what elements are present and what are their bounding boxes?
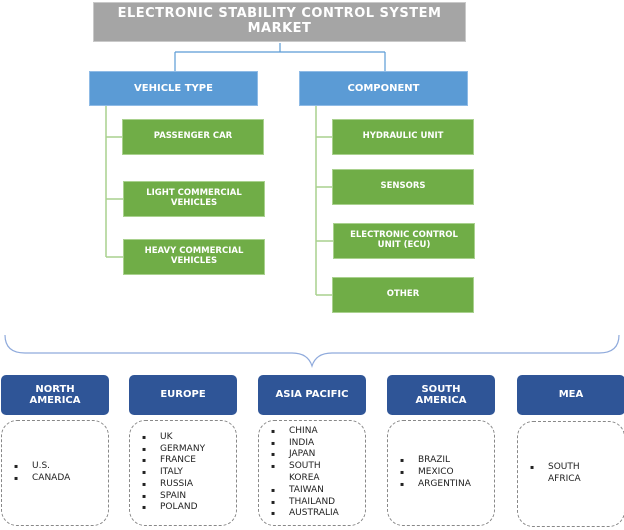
country-list-asia-pacific: CHINA INDIA JAPAN SOUTH KOREA TAIWAN THA… bbox=[258, 420, 366, 526]
country-item: JAPAN bbox=[271, 449, 351, 461]
tree-connectors bbox=[105, 106, 333, 296]
country-item: CHINA bbox=[271, 426, 351, 438]
segment-other: OTHER bbox=[332, 277, 474, 313]
title-connector bbox=[174, 43, 386, 71]
country-item: SOUTH KOREA bbox=[271, 461, 351, 485]
country-item: SOUTH AFRICA bbox=[530, 462, 600, 486]
region-brace bbox=[4, 334, 620, 369]
country-item: POLAND bbox=[142, 502, 205, 514]
country-item: UK bbox=[142, 432, 205, 444]
country-list-mea: SOUTH AFRICA bbox=[517, 421, 624, 527]
region-asia-pacific: ASIA PACIFIC bbox=[258, 375, 366, 415]
country-item: CANADA bbox=[14, 473, 70, 485]
country-list-south-america: BRAZIL MEXICO ARGENTINA bbox=[387, 420, 495, 526]
region-mea: MEA bbox=[517, 375, 624, 415]
country-item: SPAIN bbox=[142, 491, 205, 503]
segment-passenger-car: PASSENGER CAR bbox=[122, 119, 264, 155]
region-south-america: SOUTH AMERICA bbox=[387, 375, 495, 415]
category-component: COMPONENT bbox=[299, 71, 468, 106]
country-item: BRAZIL bbox=[400, 455, 471, 467]
country-item: MEXICO bbox=[400, 467, 471, 479]
country-item: THAILAND bbox=[271, 497, 351, 509]
segment-sensors: SENSORS bbox=[332, 169, 474, 205]
region-north-america: NORTH AMERICA bbox=[1, 375, 109, 415]
segment-ecu: ELECTRONIC CONTROL UNIT (ECU) bbox=[333, 223, 475, 259]
country-item: ITALY bbox=[142, 467, 205, 479]
diagram-title: ELECTRONIC STABILITY CONTROL SYSTEM MARK… bbox=[93, 2, 466, 42]
country-list-north-america: U.S. CANADA bbox=[1, 420, 109, 526]
country-item: ARGENTINA bbox=[400, 479, 471, 491]
country-item: RUSSIA bbox=[142, 479, 205, 491]
region-europe: EUROPE bbox=[129, 375, 237, 415]
category-vehicle-type: VEHICLE TYPE bbox=[89, 71, 258, 106]
country-item: U.S. bbox=[14, 461, 70, 473]
country-item: GERMANY bbox=[142, 444, 205, 456]
segment-light-commercial: LIGHT COMMERCIAL VEHICLES bbox=[123, 181, 265, 217]
segment-hydraulic-unit: HYDRAULIC UNIT bbox=[332, 119, 474, 155]
country-item: INDIA bbox=[271, 438, 351, 450]
segment-heavy-commercial: HEAVY COMMERCIAL VEHICLES bbox=[123, 239, 265, 275]
country-item: AUSTRALIA bbox=[271, 508, 351, 520]
country-list-europe: UK GERMANY FRANCE ITALY RUSSIA SPAIN POL… bbox=[129, 420, 237, 526]
country-item: FRANCE bbox=[142, 455, 205, 467]
country-item: TAIWAN bbox=[271, 485, 351, 497]
